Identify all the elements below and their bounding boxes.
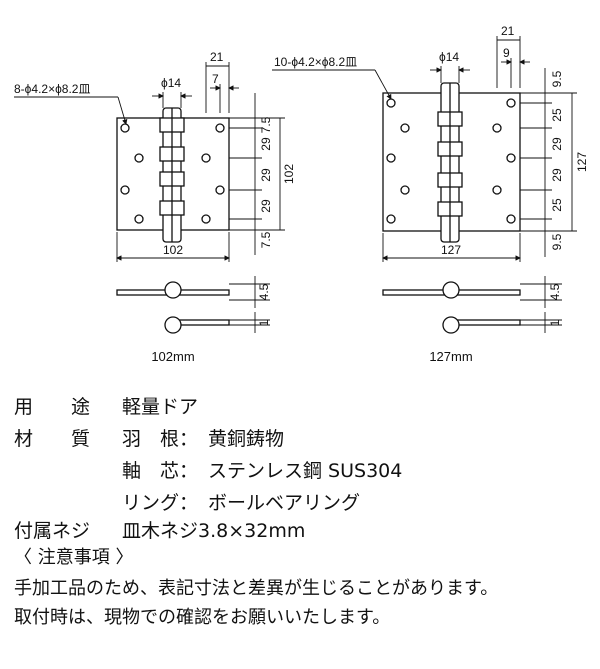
notes-body: 手加工品のため、表記寸法と差異が生じることがあります。 取付時は、現物での確認を… (14, 574, 498, 632)
spec-leaf-label: 羽 根： (122, 428, 199, 450)
notes-line: 手加工品のため、表記寸法と差異が生じることがあります。 (14, 578, 499, 599)
large-right-dim: 25 (550, 108, 564, 122)
small-dim-21: 21 (210, 50, 224, 64)
small-right-dim: 7.5 (259, 116, 273, 133)
notes-heading: 〈 注意事項 〉 (14, 547, 134, 568)
large-side-thickness: 4.5 (548, 283, 562, 300)
spec-use-label: 用 途 (14, 396, 91, 418)
small-right-dim: 29 (259, 168, 273, 182)
large-size-label: 127mm (429, 349, 472, 364)
large-right-dim: 9.5 (550, 233, 564, 250)
spec-ring-value: ボールベアリング (208, 492, 361, 514)
small-hole-note: 8-ϕ4.2×ϕ8.2皿 (14, 82, 90, 96)
small-size-label: 102mm (151, 349, 194, 364)
spec-screws-label: 付属ネジ (14, 520, 91, 542)
large-dim-21: 21 (501, 24, 515, 38)
small-dim-7: 7 (212, 72, 219, 86)
small-side-leaf: 1 (257, 319, 271, 326)
small-right-dim: 7.5 (259, 231, 273, 248)
hinge-large-side-views (382, 276, 562, 334)
hinge-drawings: 8-ϕ4.2×ϕ8.2皿 ϕ14 21 7 7.5 29 29 29 7.5 1… (14, 24, 589, 364)
spec-screws-value: 皿木ネジ3.8×32mm (122, 520, 306, 542)
hinge-small-dimensions (14, 62, 285, 262)
small-pin-diameter: ϕ14 (161, 76, 181, 90)
small-width-total: 102 (163, 243, 183, 257)
large-right-dim: 25 (550, 198, 564, 212)
large-side-leaf: 1 (548, 319, 562, 326)
hinge-large-dimensions (272, 36, 577, 262)
spec-use-value: 軽量ドア (122, 396, 199, 418)
large-right-dim: 9.5 (550, 70, 564, 87)
large-right-dim: 29 (550, 137, 564, 151)
spec-material-label: 材 質 (14, 428, 91, 450)
large-height-total: 127 (575, 152, 589, 172)
spec-shaft-value: ステンレス鋼 SUS304 (208, 460, 403, 482)
small-side-thickness: 4.5 (257, 283, 271, 300)
spec-shaft-label: 軸 芯： (122, 460, 199, 482)
spec-ring-label: リング： (122, 492, 199, 514)
large-width-total: 127 (441, 243, 461, 257)
small-right-dim: 29 (259, 137, 273, 151)
small-height-total: 102 (282, 164, 296, 184)
large-pin-diameter: ϕ14 (439, 50, 459, 64)
small-right-dim: 29 (259, 199, 273, 213)
notes-line: 取付時は、現物での確認をお願いいたします。 (14, 607, 391, 628)
large-dim-9: 9 (503, 46, 510, 60)
spec-leaf-value: 黄銅鋳物 (208, 428, 285, 450)
hinge-large-front-view (382, 82, 521, 243)
hinge-small-side-views (116, 276, 270, 334)
hinge-small-front-view (116, 107, 230, 243)
large-right-dim: 29 (550, 168, 564, 182)
large-hole-note: 10-ϕ4.2×ϕ8.2皿 (274, 55, 357, 69)
